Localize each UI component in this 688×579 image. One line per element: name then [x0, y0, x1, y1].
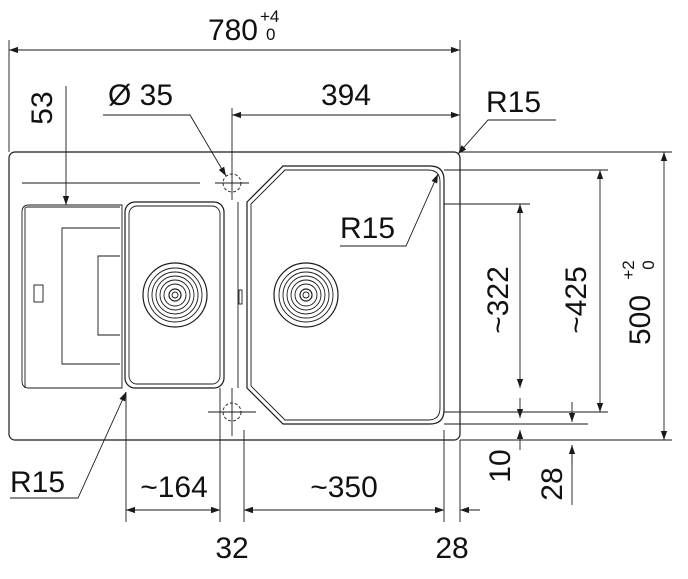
overall-depth-value: 500	[624, 295, 657, 345]
main-bowl-width-value: ~350	[310, 471, 378, 504]
bowl-depth-inner-value: ~322	[482, 266, 515, 334]
front-offset-small-value: 10	[484, 449, 517, 482]
drainboard-inner-line	[24, 206, 120, 388]
bowl-depth-outer-value: ~425	[560, 266, 593, 334]
radius-leader-drainboard	[10, 391, 127, 499]
main-bowl-drain	[273, 262, 339, 328]
radius-leader-bowl	[340, 173, 439, 247]
main-bowl-offset-value: 394	[321, 79, 371, 112]
overall-depth-tol-upper: +2	[619, 260, 638, 279]
sink-outline	[8, 151, 461, 441]
small-bowl-inner	[128, 205, 221, 385]
main-bowl-inner	[250, 169, 441, 421]
tap-hole-top	[215, 166, 249, 200]
radius-label-bowl: R15	[340, 212, 395, 245]
small-bowl	[124, 201, 225, 389]
tap-hole-diameter: Ø 35	[108, 79, 173, 112]
small-bowl-drain	[142, 262, 208, 328]
overall-width-tol-upper: +4	[260, 7, 279, 26]
diameter-leader	[103, 114, 227, 177]
radius-leader-corner	[457, 119, 556, 155]
tap-hole-bottom	[208, 388, 256, 436]
front-offset-large-value: 28	[536, 467, 569, 500]
radius-label-corner: R15	[486, 86, 541, 119]
overall-width-value: 780	[208, 14, 258, 47]
divider-width-value: 32	[215, 532, 248, 565]
overflow-slot	[33, 284, 44, 303]
divider-tab	[238, 289, 243, 305]
small-bowl-width-value: ~164	[140, 471, 208, 504]
drainboard-groove	[61, 227, 120, 365]
tap-offset-value: 53	[26, 91, 59, 124]
overall-width-tol-lower: 0	[266, 25, 275, 44]
drainboard-area	[21, 204, 123, 389]
overall-depth-tol-lower: 0	[639, 260, 658, 269]
drainboard-groove-inner	[97, 255, 120, 336]
radius-label-drainboard: R15	[10, 466, 65, 499]
right-rim-value: 28	[435, 532, 468, 565]
main-bowl	[246, 165, 445, 425]
